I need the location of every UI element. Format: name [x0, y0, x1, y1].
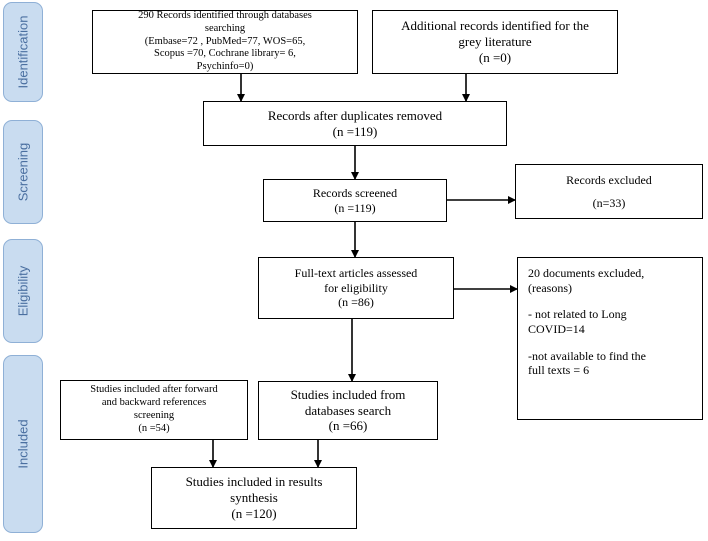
fulltext-excluded-title: 20 documents excluded, (reasons) [528, 266, 645, 295]
duplicates-removed-text: Records after duplicates removed (n =119… [267, 107, 443, 139]
box-synthesis: Studies included in results synthesis (n… [151, 467, 357, 529]
phase-label-eligibility: Eligibility [15, 265, 31, 317]
records-excluded-title: Records excluded [566, 172, 652, 187]
databases-identified-text: 290 Records identified through databases… [138, 10, 312, 73]
box-forward-backward: Studies included after forward and backw… [60, 380, 248, 440]
records-excluded-count: (n=33) [592, 195, 626, 210]
phase-screening: Screening [3, 120, 43, 224]
phase-eligibility: Eligibility [3, 239, 43, 343]
phase-included: Included [3, 355, 43, 533]
fulltext-assessed-text: Full-text articles assessed for eligibil… [294, 266, 418, 310]
synthesis-text: Studies included in results synthesis (n… [185, 474, 323, 521]
forward-backward-text: Studies included after forward and backw… [90, 384, 218, 434]
fulltext-excluded-reason-2: -not available to find the full texts = … [528, 348, 646, 378]
phase-label-identification: Identification [15, 15, 31, 89]
box-duplicates-removed: Records after duplicates removed (n =119… [203, 101, 507, 146]
box-databases-search: Studies included from databases search (… [258, 381, 438, 440]
databases-search-text: Studies included from databases search (… [290, 386, 406, 434]
box-fulltext-excluded: 20 documents excluded, (reasons) - not r… [517, 257, 703, 420]
box-fulltext-assessed: Full-text articles assessed for eligibil… [258, 257, 454, 319]
grey-literature-text: Additional records identified for the gr… [401, 18, 589, 65]
box-databases-identified: 290 Records identified through databases… [92, 10, 358, 74]
box-grey-literature: Additional records identified for the gr… [372, 10, 618, 74]
box-records-excluded: Records excluded (n=33) [515, 164, 703, 219]
box-records-screened: Records screened (n =119) [263, 179, 447, 222]
phase-label-included: Included [15, 419, 31, 469]
records-screened-text: Records screened (n =119) [312, 185, 398, 215]
phase-label-screening: Screening [15, 142, 31, 202]
fulltext-excluded-reason-1: - not related to Long COVID=14 [528, 307, 627, 336]
phase-identification: Identification [3, 2, 43, 102]
